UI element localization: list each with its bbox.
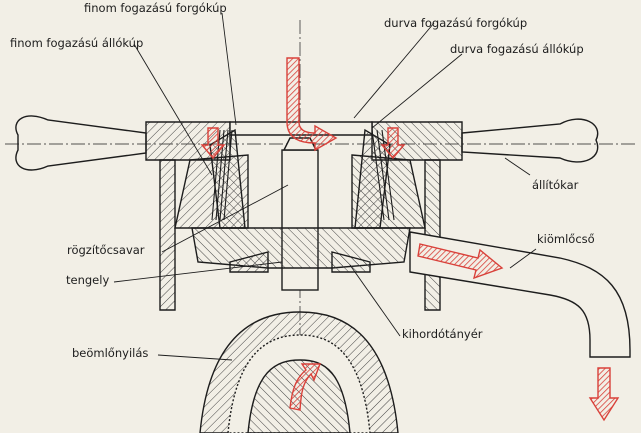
adjusting-lever-right <box>461 118 599 163</box>
inlet-arrow <box>289 363 322 411</box>
down-arrow-left <box>200 127 226 160</box>
label-allitokar: állítókar <box>532 178 579 192</box>
flow-arrows <box>200 57 620 422</box>
inflow-arrow <box>286 57 338 152</box>
down-arrow-right <box>380 127 406 160</box>
label-tengely: tengely <box>66 273 110 287</box>
adjusting-lever-left <box>15 115 147 171</box>
label-durva-forgokup: durva fogazású forgókúp <box>384 16 528 30</box>
rotating-cone <box>174 128 426 229</box>
label-kiomlocso: kiömlőcső <box>537 232 595 246</box>
label-finom-allokup: finom fogazású állókúp <box>10 36 144 50</box>
label-beomlonyilas: beömlőnyilás <box>72 346 149 360</box>
pipe-flow-arrow <box>417 243 504 280</box>
label-finom-forgokup: finom fogazású forgókúp <box>84 1 227 15</box>
label-kihordotanyer: kihordótányér <box>402 327 483 341</box>
label-rogzitocsavar: rögzítőcsavar <box>67 243 145 257</box>
discharge-plate <box>191 227 411 273</box>
inlet-disc <box>199 311 399 433</box>
leader-lines <box>113 12 537 361</box>
label-durva-allokup: durva fogazású állókúp <box>450 42 584 56</box>
outlet-arrow <box>588 367 620 422</box>
